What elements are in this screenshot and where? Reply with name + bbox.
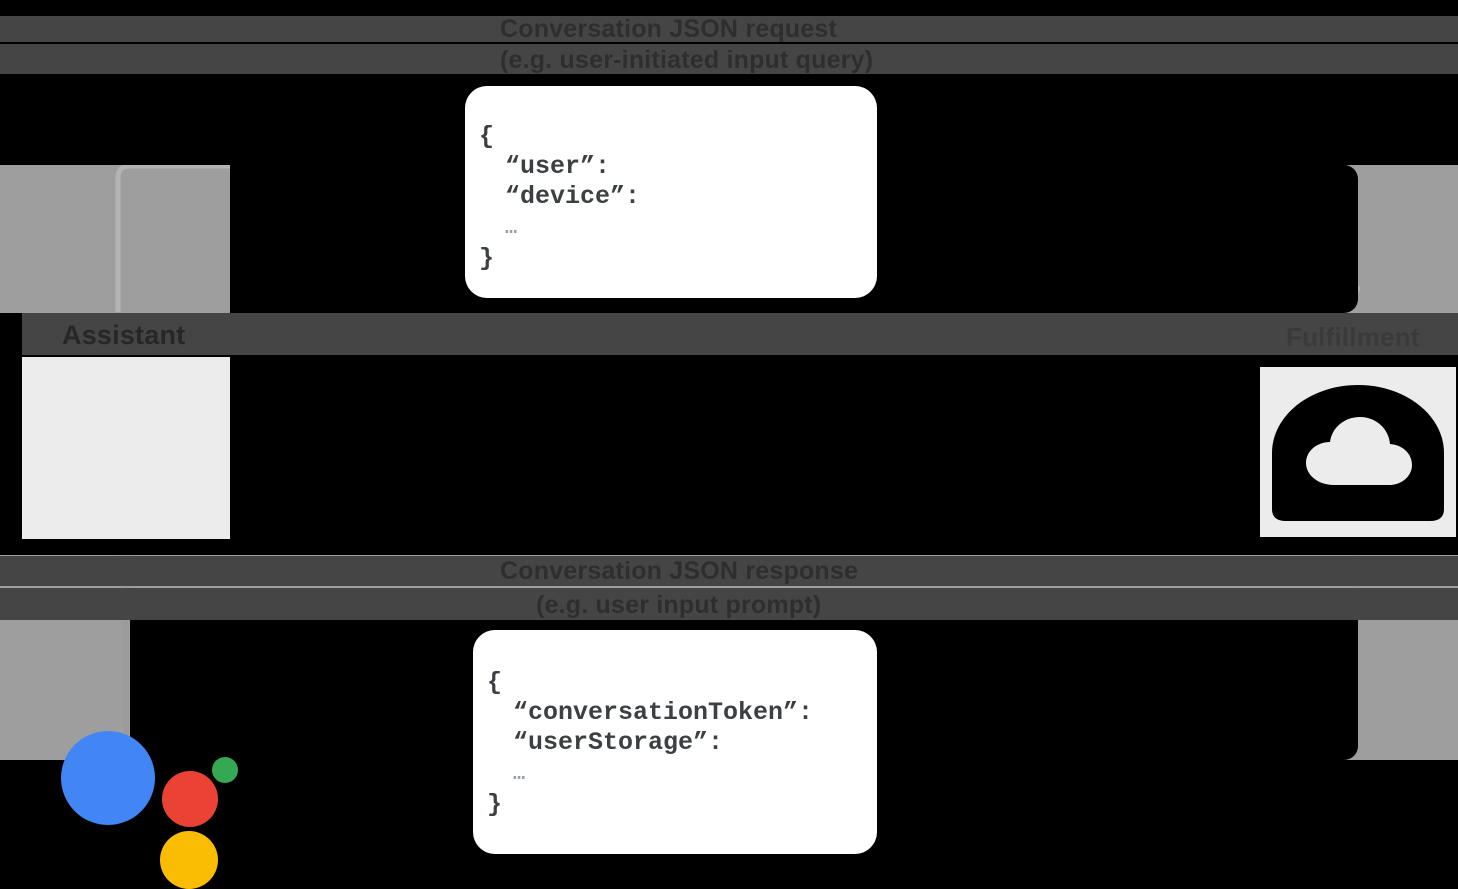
response-label-line2: (e.g. user input prompt) (536, 591, 822, 619)
google-assistant-icon-yellow-dot (160, 831, 218, 889)
request-json-open-brace: { (479, 122, 495, 151)
request-json-key-user: “user”: (505, 152, 611, 181)
request-json-key-device: “device”: (505, 182, 641, 211)
response-json-close-brace: } (487, 790, 503, 819)
request-json-card: { “user”: “device”: … } (465, 86, 877, 298)
strip-request-line1 (0, 16, 1458, 42)
strip-response-line2 (0, 588, 1458, 620)
assistant-label: Assistant (62, 320, 186, 350)
response-label-line1: Conversation JSON response (500, 557, 859, 585)
cloud-icon (1272, 385, 1444, 521)
google-assistant-icon-red-dot (162, 771, 218, 827)
request-json-close-brace: } (479, 244, 495, 273)
response-json-key-user-storage: “userStorage”: (513, 728, 724, 757)
plate-strip-left-cap (0, 313, 22, 355)
strip-request-line2 (0, 44, 1458, 74)
response-json-ellipsis: … (513, 763, 526, 786)
plate-middle (0, 355, 1458, 555)
google-assistant-icon-blue-dot (61, 731, 155, 825)
plate-top-edge (0, 0, 1458, 16)
request-label-line1: Conversation JSON request (500, 15, 838, 43)
google-assistant-icon-green-dot (212, 757, 238, 783)
request-label-line2: (e.g. user-initiated input query) (500, 46, 874, 74)
response-json-key-conversation-token: “conversationToken”: (513, 698, 814, 727)
assistant-node[interactable] (22, 357, 238, 889)
strip-response-line1 (0, 556, 1458, 586)
response-json-open-brace: { (487, 668, 503, 697)
strip-node-labels (0, 313, 1458, 355)
fulfillment-label: Fulfillment (1286, 322, 1420, 352)
response-json-card: { “conversationToken”: “userStorage”: … … (473, 630, 877, 854)
request-json-ellipsis: … (505, 217, 518, 240)
